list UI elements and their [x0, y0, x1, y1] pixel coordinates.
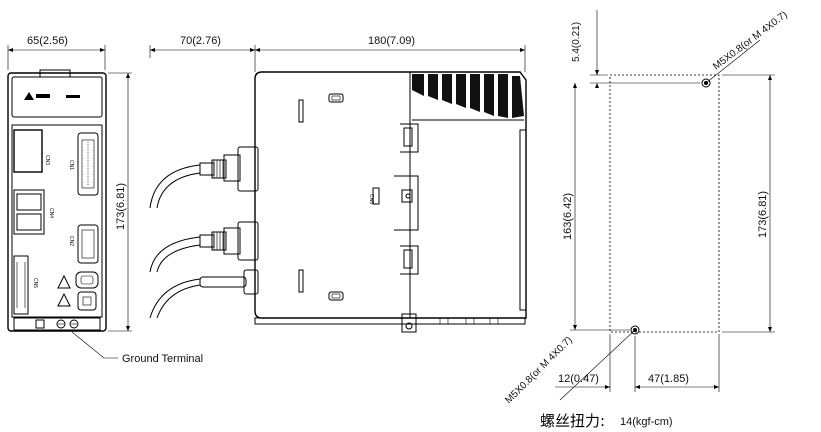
mounting-view: M5X0.8(or M 4X0.7) M5X0.8(or M 4X0.7) 5.…	[503, 9, 789, 406]
torque-value: 14(kgf-cm)	[620, 416, 673, 428]
front-height-label: 173(6.81)	[115, 183, 127, 230]
front-view: 65(2.56) CN3 CN1 CN4 CN2 CN5	[7, 35, 203, 365]
screw-bottom-label: M5X0.8(or M 4X0.7)	[503, 335, 574, 406]
ground-screw-icon	[35, 319, 79, 329]
mounting-hole-icon	[630, 78, 711, 335]
mount-total-height-label: 173(6.81)	[757, 191, 769, 238]
cable-depth-label: 70(2.76)	[180, 35, 221, 47]
cn3-label: CN3	[44, 155, 50, 165]
heatsink-fins	[412, 74, 524, 121]
cn2-label: CN2	[68, 236, 74, 246]
cable-connector-2	[149, 221, 259, 273]
delta-logo-icon	[24, 92, 50, 100]
bottom-right-label: 47(1.85)	[648, 373, 689, 385]
warning-triangle-icon	[57, 274, 71, 307]
bottom-left-label: 12(0.47)	[558, 373, 599, 385]
ground-terminal-label: Ground Terminal	[122, 353, 203, 365]
cn1-label: CN1	[68, 160, 74, 170]
top-offset-label: 5.4(0.21)	[571, 22, 582, 62]
side-view: 70(2.76) 180(7.09) CN6	[149, 35, 527, 333]
front-width-label: 65(2.56)	[27, 35, 68, 47]
mount-height-label: 163(6.42)	[562, 193, 574, 240]
cable-connector-3	[149, 269, 259, 319]
cable-connector-1	[149, 146, 259, 209]
cn5-label: CN5	[32, 278, 38, 288]
cn4-label: CN4	[48, 208, 54, 218]
torque-label: 螺丝扭力:	[540, 412, 605, 430]
screw-top-label: M5X0.8(or M 4X0.7)	[711, 9, 790, 72]
body-depth-label: 180(7.09)	[368, 35, 415, 47]
side-tag-label: CN6	[368, 194, 374, 204]
